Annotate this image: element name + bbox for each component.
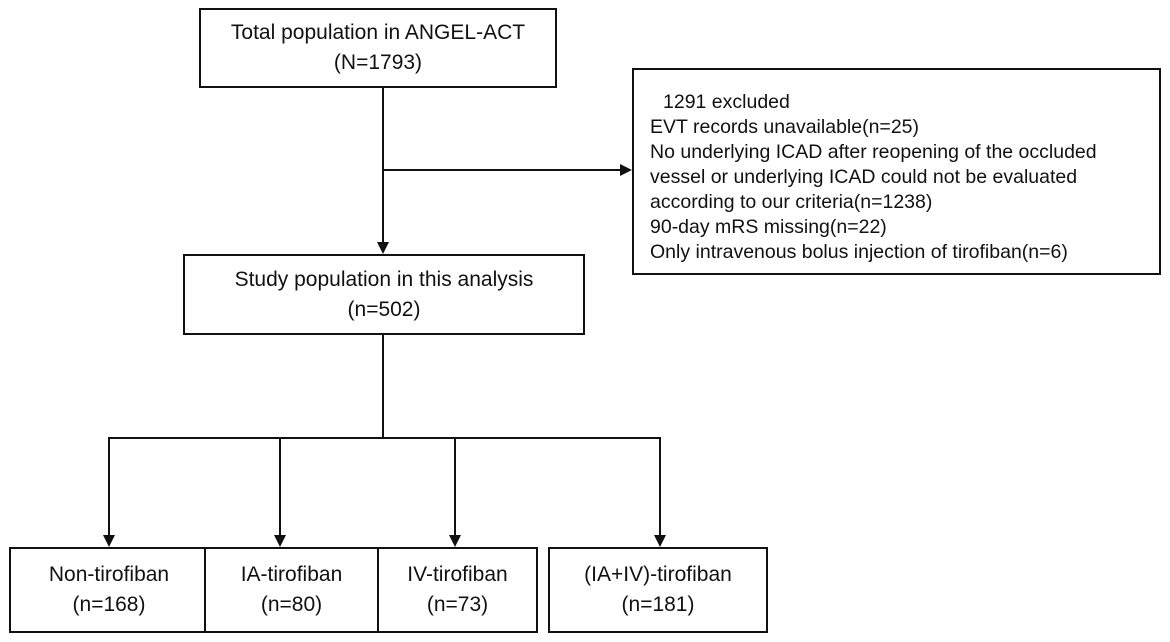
total-population-count: (N=1793) — [333, 51, 423, 74]
group-box-ia-tirofiban: IA-tirofiban (n=80) — [204, 547, 379, 633]
group-box-iv-tirofiban: IV-tirofiban (n=73) — [377, 547, 538, 633]
total-population-label: Total population in ANGEL-ACT — [230, 21, 526, 44]
group-label: IA-tirofiban — [240, 563, 343, 586]
group-box-ia-iv-tirofiban: (IA+IV)-tirofiban (n=181) — [548, 547, 768, 633]
study-population-box: Study population in this analysis (n=502… — [183, 254, 585, 335]
excluded-reason: according to our criteria(n=1238) — [650, 191, 933, 213]
excluded-reason: 90-day mRS missing(n=22) — [650, 216, 887, 238]
excluded-reason: vessel or underlying ICAD could not be e… — [650, 166, 1078, 188]
excluded-reason: No underlying ICAD after reopening of th… — [650, 141, 1097, 163]
study-population-count: (n=502) — [347, 297, 421, 321]
excluded-box: 1291 excluded EVT records unavailable(n=… — [632, 68, 1161, 275]
study-population-label: Study population in this analysis — [234, 267, 534, 291]
group-count: (n=168) — [72, 593, 146, 616]
excluded-heading: 1291 excluded — [663, 91, 790, 113]
group-label: (IA+IV)-tirofiban — [584, 563, 732, 586]
excluded-reason: EVT records unavailable(n=25) — [650, 116, 920, 138]
total-population-box: Total population in ANGEL-ACT (N=1793) — [199, 8, 557, 88]
group-count: (n=80) — [260, 593, 323, 616]
group-count: (n=181) — [621, 593, 695, 616]
group-label: Non-tirofiban — [48, 563, 170, 586]
excluded-reason: Only intravenous bolus injection of tiro… — [650, 241, 1068, 263]
group-label: IV-tirofiban — [407, 563, 508, 586]
group-box-non-tirofiban: Non-tirofiban (n=168) — [9, 547, 209, 633]
group-count: (n=73) — [426, 593, 489, 616]
